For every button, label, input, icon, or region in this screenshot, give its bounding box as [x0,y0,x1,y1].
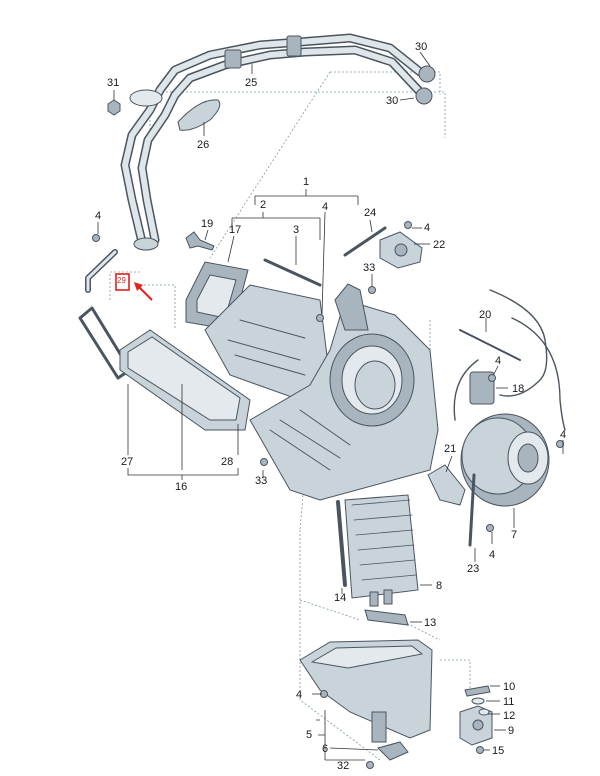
label-8: 8 [436,580,442,592]
coolant-pipe-assembly [120,33,425,251]
label-22: 22 [433,239,445,251]
label-27: 27 [121,456,133,468]
screw-33a [368,286,376,294]
label-14: 14 [334,592,346,604]
sensor-19 [185,231,215,251]
label-28: 28 [221,456,233,468]
servo-motor [379,231,423,269]
label-18: 18 [512,383,524,395]
label-30b: 30 [386,95,398,107]
actuator-9 [459,705,493,746]
label-2: 2 [260,199,266,211]
label-4b: 4 [322,201,328,213]
screw-4e [556,440,564,448]
heater-core [344,494,419,607]
label-24: 24 [364,207,376,219]
label-23: 23 [467,563,479,575]
label-12: 12 [503,710,515,722]
screw-33b [260,458,268,466]
label-17: 17 [229,224,241,236]
label-5: 5 [306,729,312,741]
seal-gasket [177,99,221,131]
label-15: 15 [492,745,504,757]
label-31: 31 [107,77,119,89]
label-11: 11 [503,696,514,708]
heater-housing [249,283,439,501]
label-16: 16 [175,481,187,493]
label-19: 19 [201,218,213,230]
label-9: 9 [508,725,514,737]
rod-23 [468,473,476,547]
label-1: 1 [303,176,309,188]
screw-4f [486,524,494,532]
label-26: 26 [197,139,209,151]
screws [92,221,564,769]
label-33b: 33 [255,475,267,487]
screw-4d [488,374,496,382]
washer-12 [478,708,490,716]
label-7: 7 [511,529,517,541]
label-6: 6 [322,743,328,755]
label-3: 3 [293,224,299,236]
label-4g: 4 [296,689,302,701]
rod-14 [336,500,347,587]
label-32: 32 [337,760,349,772]
screw-4c [404,221,412,229]
label-4f: 4 [489,549,495,561]
label-13: 13 [424,617,436,629]
label-29: 29 [117,276,126,285]
rod-24 [343,226,387,257]
blower-fan [460,413,550,507]
screw-15 [476,746,484,754]
clip-13 [364,609,409,626]
label-4a: 4 [95,210,101,222]
label-4e: 4 [560,429,566,441]
label-21: 21 [444,443,456,455]
housing-upper-section [204,258,331,401]
pipe-clips [415,65,436,105]
screw-32 [366,761,374,769]
label-30a: 30 [415,41,427,53]
filter-housing-cover [119,329,251,431]
nut-31 [107,99,121,116]
drain-piece [377,741,409,761]
label-4c: 4 [424,222,430,234]
screw-4a [92,234,100,242]
label-4d: 4 [495,355,501,367]
washer-11 [471,697,485,705]
callout-labels: 1 2 3 4 4 4 4 4 4 4 5 6 7 8 9 10 11 12 1… [95,41,566,772]
screw-4b [316,314,324,322]
mount-21 [427,464,466,506]
label-20: 20 [479,309,491,321]
label-25: 25 [245,77,257,89]
label-33a: 33 [363,262,375,274]
lower-housing-tray [299,639,433,743]
label-10: 10 [503,681,515,693]
lever-10 [464,685,491,697]
leader-lines [97,51,564,761]
wiring-harness [453,289,566,431]
highlight-part-29 [115,273,153,301]
